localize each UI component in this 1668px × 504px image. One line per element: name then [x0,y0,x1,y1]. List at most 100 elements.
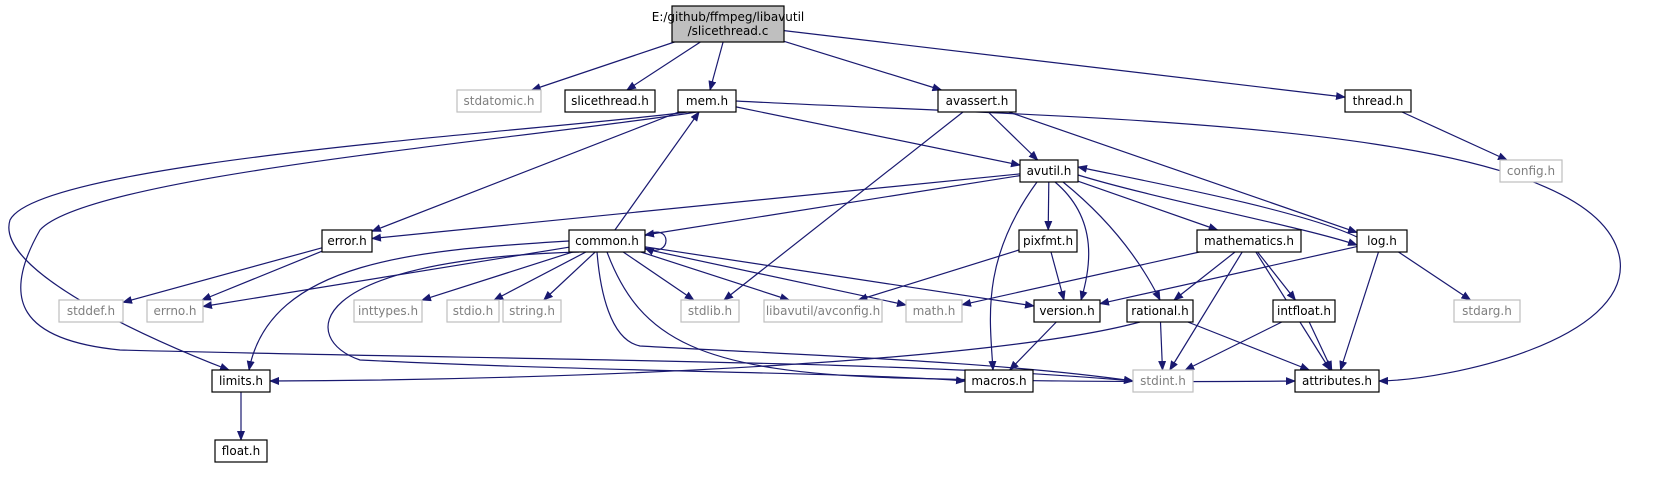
edge-error-to-stddef [122,247,323,304]
node-label-error: error.h [327,234,366,248]
node-label-mem: mem.h [686,94,728,108]
edge-mathematics-to-math [961,251,1200,307]
edge-common-to-math [644,248,907,308]
node-root[interactable]: E:/github/ffmpeg/libavutil/slicethread.c [652,5,805,43]
edge-common-to-stdio [493,251,587,301]
edge-version-to-macros [1009,321,1057,371]
node-label-errno: errno.h [154,304,197,318]
node-label-avconfig: libavutil/avconfig.h [766,304,880,318]
edge-log-to-version [1099,246,1358,306]
edge-root-to-slicethread [626,41,701,91]
node-label-intfloat: intfloat.h [1277,304,1331,318]
node-label-log: log.h [1367,234,1397,248]
edge-common-to-mem [614,111,700,231]
node-label-macros: macros.h [971,374,1026,388]
edge-rational-to-limits [269,321,1141,385]
edge-common-to-errno [202,246,570,310]
node-error[interactable]: error.h [321,229,373,253]
node-label-mathematics: mathematics.h [1204,234,1294,248]
edge-mathematics-to-intfloat [1257,251,1297,301]
edge-log-to-stdarg [1398,251,1472,301]
node-label-thread: thread.h [1353,94,1404,108]
node-avutil[interactable]: avutil.h [1019,159,1079,183]
node-rational[interactable]: rational.h [1126,299,1194,323]
node-config: config.h [1499,159,1563,183]
node-label-avassert: avassert.h [946,94,1009,108]
node-limits[interactable]: limits.h [211,369,271,393]
edge-common-to-avconfig [640,251,791,302]
edge-common-to-inttypes [421,251,573,302]
node-intfloat[interactable]: intfloat.h [1272,299,1336,323]
edge-avutil-to-mathematics [1077,180,1219,231]
edge-avutil-to-macros [988,181,1038,371]
edge-avutil-to-error [371,173,1021,242]
node-label-root-0: E:/github/ffmpeg/libavutil [652,10,805,24]
node-avassert[interactable]: avassert.h [937,89,1017,113]
edge-rational-to-attributes [1187,321,1311,371]
node-label-stddef: stddef.h [67,304,115,318]
edge-mathematics-to-stdint [1169,251,1243,371]
edge-common-to-string [543,251,596,301]
node-avconfig: libavutil/avconfig.h [763,299,883,323]
node-label-math: math.h [913,304,956,318]
edge-intfloat-to-stdint [1184,321,1283,371]
edge-pixfmt-to-version [1050,251,1066,301]
node-label-rational: rational.h [1131,304,1188,318]
edge-avutil-to-common [644,175,1021,238]
edge-root-to-mem [708,41,724,91]
node-common[interactable]: common.h [568,229,646,253]
edge-mem-to-attributes [735,100,1621,385]
node-attributes[interactable]: attributes.h [1294,369,1380,393]
node-label-stdint: stdint.h [1140,374,1186,388]
node-label-stdatomic: stdatomic.h [463,94,534,108]
node-macros[interactable]: macros.h [964,369,1034,393]
node-label-float: float.h [222,444,260,458]
edge-common-to-limits [246,240,570,371]
node-label-avutil: avutil.h [1027,164,1072,178]
node-label-pixfmt: pixfmt.h [1023,234,1073,248]
edge-avutil-to-pixfmt [1044,181,1053,231]
node-label-stdlib: stdlib.h [688,304,732,318]
node-inttypes: inttypes.h [353,299,423,323]
node-version[interactable]: version.h [1033,299,1101,323]
node-math: math.h [905,299,963,323]
node-label-slicethread: slicethread.h [571,94,649,108]
edge-avutil-to-rational [1062,181,1161,301]
node-mem[interactable]: mem.h [677,89,737,113]
node-mathematics[interactable]: mathematics.h [1196,229,1302,253]
edge-error-to-errno [201,250,323,301]
node-stddef: stddef.h [58,299,124,323]
node-label-config: config.h [1507,164,1555,178]
node-label-root-1: /slicethread.c [688,24,769,38]
edge-thread-to-config [1401,111,1508,161]
node-thread[interactable]: thread.h [1344,89,1412,113]
node-label-common: common.h [575,234,639,248]
edge-root-to-thread [783,30,1346,101]
node-string: string.h [502,299,562,323]
edge-common-to-stdlib [622,251,695,301]
edge-rational-to-stdint [1158,321,1167,371]
node-pixfmt[interactable]: pixfmt.h [1018,229,1078,253]
node-label-string: string.h [509,304,555,318]
edge-mathematics-to-rational [1173,251,1236,301]
node-float[interactable]: float.h [214,439,268,463]
nodes-layer: E:/github/ffmpeg/libavutil/slicethread.c… [58,5,1563,463]
node-label-limits: limits.h [219,374,263,388]
node-stdlib: stdlib.h [680,299,740,323]
edge-avutil-to-version [1054,181,1090,301]
edge-root-to-stdatomic [530,41,675,91]
edge-common-to-version [644,246,1035,309]
edge-log-to-attributes [1339,251,1380,371]
node-stdio: stdio.h [446,299,500,323]
node-label-stdarg: stdarg.h [1462,304,1512,318]
edge-mem-to-avutil [735,106,1021,168]
node-log[interactable]: log.h [1356,229,1408,253]
node-stdarg: stdarg.h [1453,299,1521,323]
edge-intfloat-to-attributes [1308,321,1333,371]
node-stdint: stdint.h [1132,369,1194,393]
node-slicethread[interactable]: slicethread.h [564,89,656,113]
edge-avassert-to-log [1008,111,1358,234]
edge-avassert-to-avutil [987,111,1039,161]
